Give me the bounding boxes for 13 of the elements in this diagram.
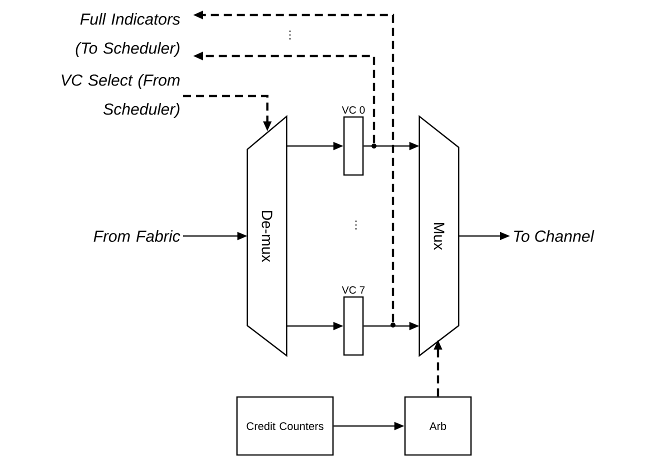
counter-box: Credit Counters [236,396,334,456]
input-label: VC Select (From Scheduler) [62,74,180,118]
buffer-box: VC 7 [342,286,365,356]
arbiter-box: Arb [404,396,472,456]
demux-trapezoid: De-mux [246,114,288,357]
ellipsis-label: ⋮ [289,30,291,40]
ellipsis-label: ⋮ [355,220,357,230]
node-label: VC 0 [342,106,365,114]
output-label: Full Indicators (To Scheduler) [76,13,180,57]
output-label: To Channel [514,230,594,242]
buffer-box: VC 0 [342,106,365,176]
node-label: VC 7 [342,286,365,294]
input-label: From Fabric [94,230,180,242]
